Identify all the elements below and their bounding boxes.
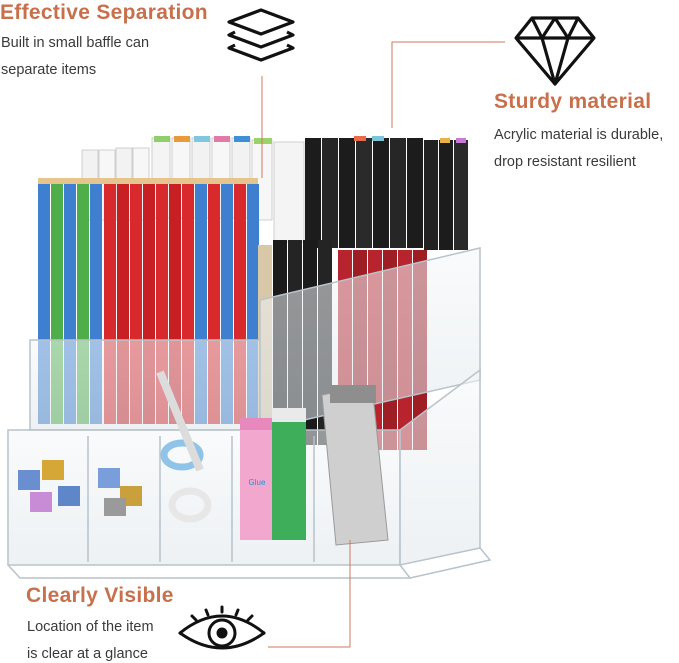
glue-label: Glue (249, 478, 266, 487)
desc-line: Acrylic material is durable, (494, 127, 664, 143)
desc-line: Built in small baffle can (1, 35, 150, 51)
feature-title-material: Sturdy material (494, 90, 652, 113)
eye-icon (178, 605, 266, 650)
desc-line: separate items (1, 62, 97, 78)
glue-sticks: Glue (240, 408, 306, 540)
diamond-icon (514, 16, 596, 86)
feature-title-separation: Effective Separation (0, 1, 208, 24)
desc-line: is clear at a glance (27, 646, 148, 662)
scissors (156, 370, 212, 523)
desc-line: Location of the item (27, 619, 154, 635)
binder-clips (18, 460, 142, 516)
stapler (321, 384, 389, 546)
stacked-layers-icon (227, 8, 295, 62)
acrylic-organizer-image: Glue (7, 136, 492, 579)
desc-line: drop resistant resilient (494, 154, 636, 170)
feature-title-visible: Clearly Visible (26, 584, 174, 607)
black-markers (305, 136, 468, 250)
feature-desc-visible: Location of the item is clear at a glanc… (27, 614, 154, 663)
feature-desc-material: Acrylic material is durable, drop resist… (494, 122, 663, 176)
feature-desc-separation: Built in small baffle can separate items (1, 30, 149, 84)
connector-material (391, 41, 505, 128)
